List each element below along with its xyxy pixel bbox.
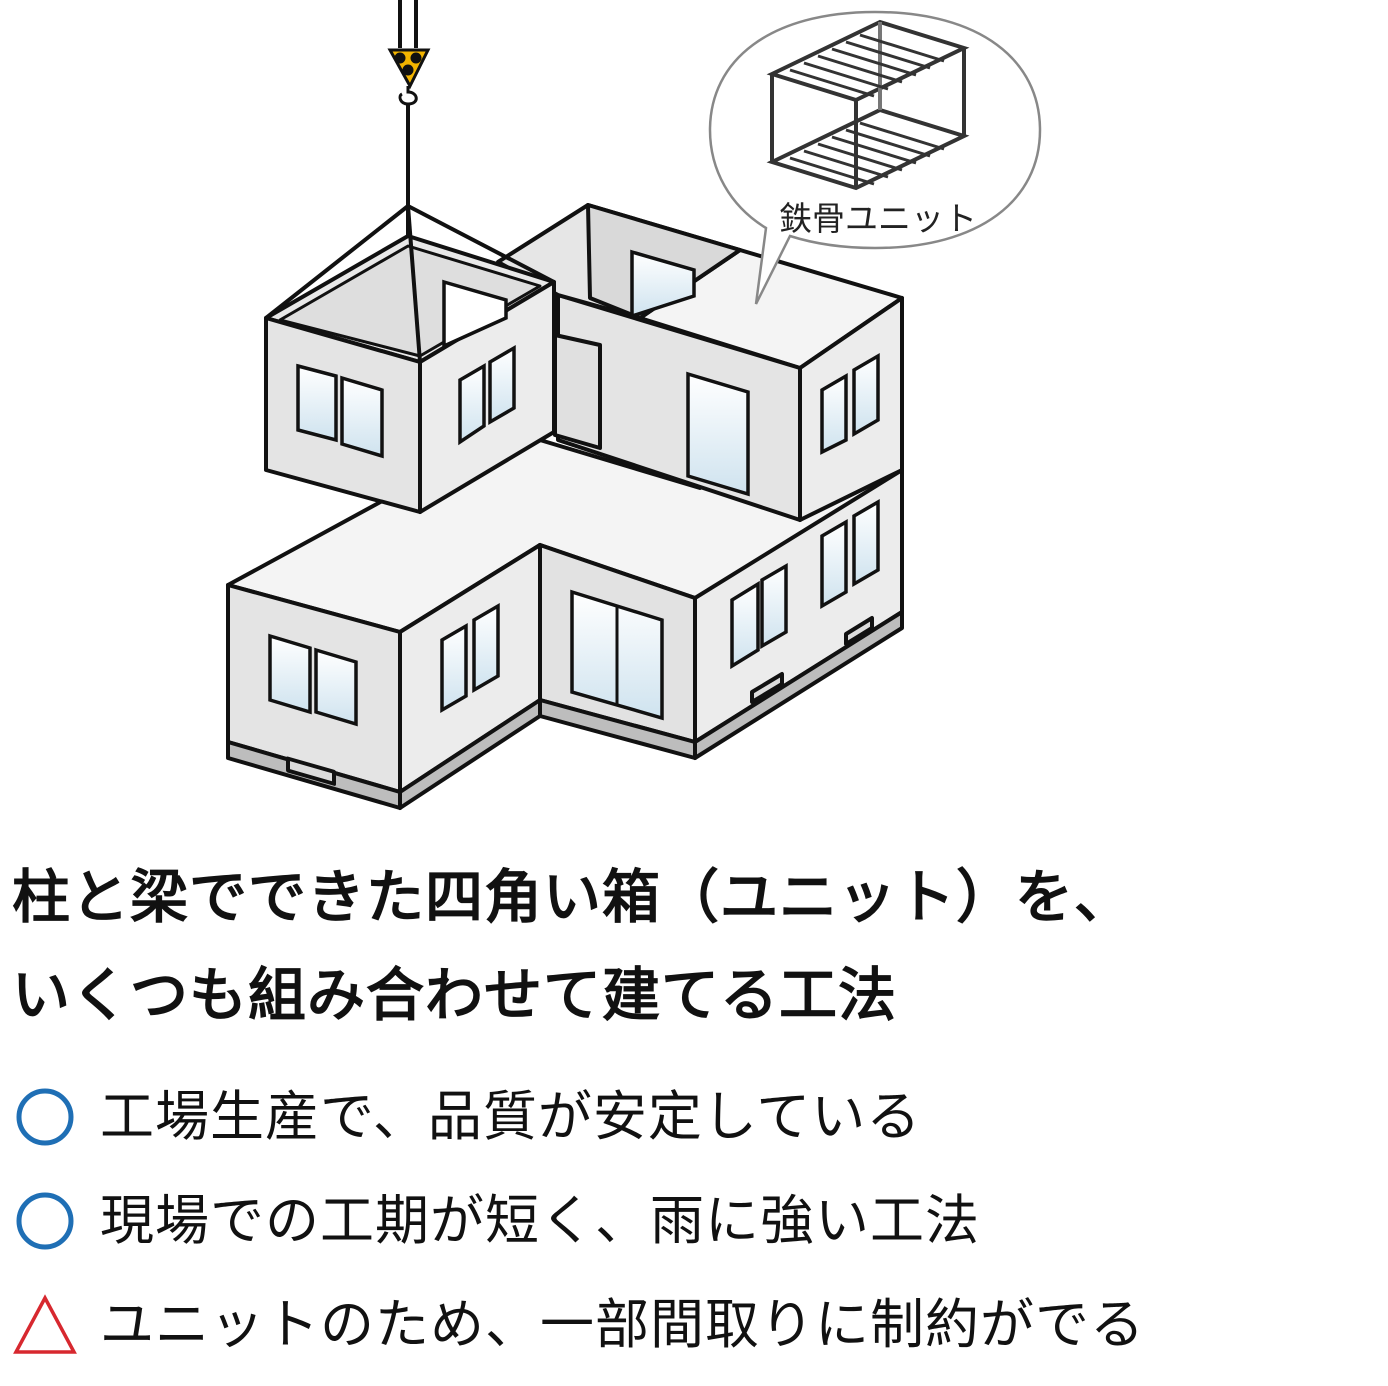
sling-1 xyxy=(264,204,410,320)
bubble-label: 鉄骨ユニット xyxy=(779,199,977,238)
window xyxy=(760,562,788,650)
demerit-text: ユニットのため、一部間取りに制約がでる xyxy=(100,1293,1145,1356)
window xyxy=(820,518,848,610)
window xyxy=(472,602,500,694)
circle-mark-icon xyxy=(16,1192,74,1250)
circle-mark-icon xyxy=(16,1088,74,1146)
steel-unit-bubble: 鉄骨ユニット xyxy=(708,10,1042,305)
crane-hook-icon xyxy=(387,48,431,106)
window xyxy=(442,279,508,349)
merit-item-2: 現場での工期が短く、雨に強い工法 xyxy=(12,1186,980,1256)
base-band-right xyxy=(693,610,904,760)
window xyxy=(820,372,848,455)
demerit-item: ユニットのため、一部間取りに制約がでる xyxy=(12,1290,1145,1360)
window xyxy=(630,249,696,319)
vent-left xyxy=(286,756,336,786)
window xyxy=(268,633,312,715)
inner-opening xyxy=(553,333,602,450)
steel-frame-icon xyxy=(766,19,970,191)
hanging-unit-inner xyxy=(278,244,542,358)
window xyxy=(314,647,358,727)
sling-2 xyxy=(407,204,555,284)
window xyxy=(852,498,880,588)
window xyxy=(458,362,486,446)
vent-right2 xyxy=(844,616,874,646)
unit-house-illustration: 鉄骨ユニット xyxy=(226,0,1042,810)
merit-text-1: 工場生産で、品質が安定している xyxy=(100,1085,922,1148)
window xyxy=(852,352,880,438)
upper-right-side xyxy=(798,296,904,522)
window xyxy=(730,580,760,670)
merit-text-2: 現場での工期が短く、雨に強い工法 xyxy=(100,1189,980,1252)
triangle-mark-icon xyxy=(13,1294,77,1354)
headline-line-1: 柱と梁でできた四角い箱（ユニット）を、 xyxy=(12,863,1134,931)
window xyxy=(686,371,750,497)
window xyxy=(488,344,516,426)
window xyxy=(296,363,338,443)
window xyxy=(440,622,468,714)
hanging-unit-side xyxy=(418,280,556,514)
merit-item-1: 工場生産で、品質が安定している xyxy=(12,1082,921,1152)
headline-line-2: いくつも組み合わせて建てる工法 xyxy=(12,961,898,1029)
vent-right xyxy=(750,672,784,704)
window xyxy=(340,375,384,459)
